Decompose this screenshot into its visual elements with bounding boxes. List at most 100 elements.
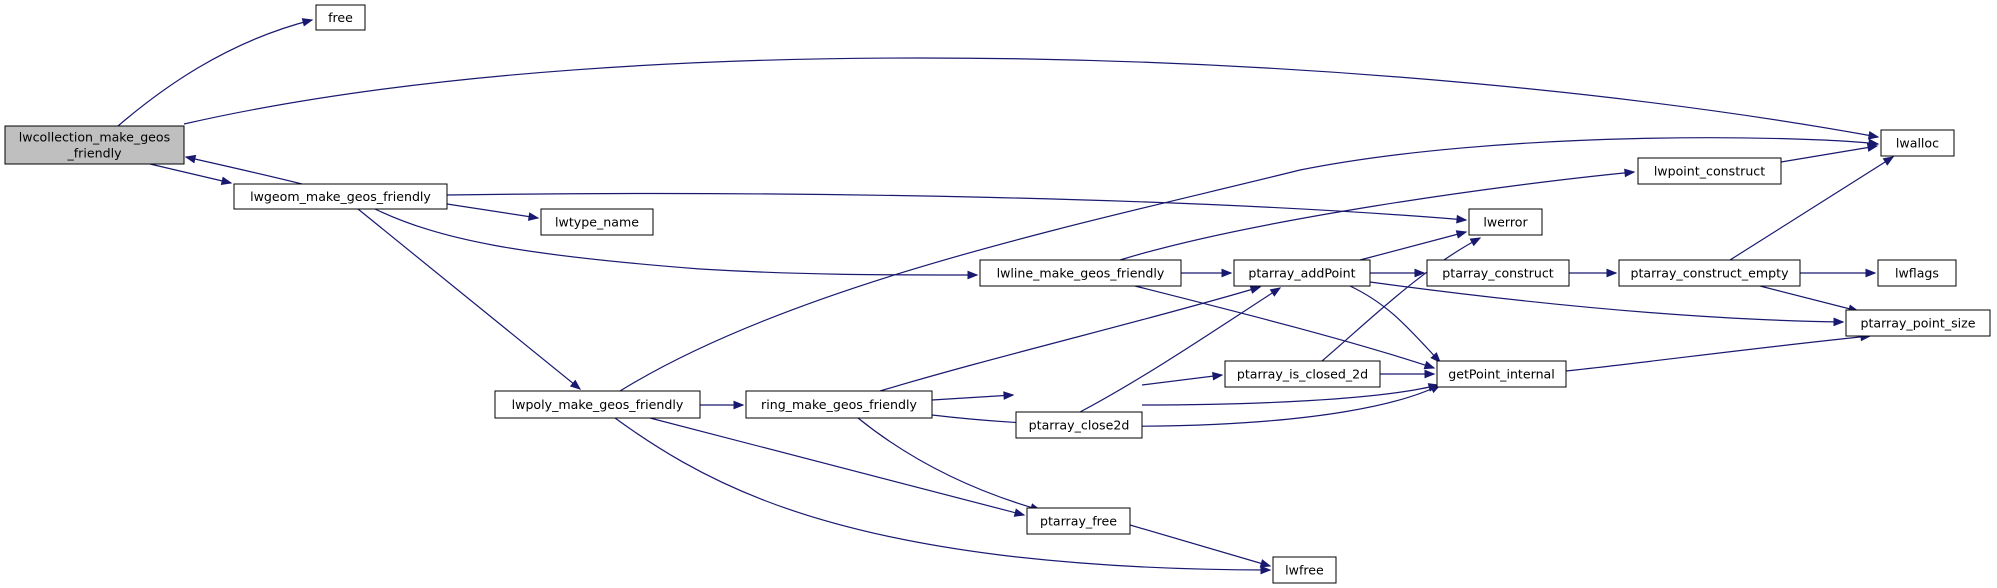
edge-ptarray_addPoint-to-getPoint_internal <box>1349 285 1441 363</box>
node-lwline_make_geos_friendly[interactable]: lwline_make_geos_friendly <box>979 259 1182 287</box>
edge-line <box>1141 384 1439 406</box>
node-ptarray_construct_empty[interactable]: ptarray_construct_empty <box>1618 259 1801 287</box>
arrowhead-icon <box>1013 508 1026 517</box>
edge-ptarray_construct_empty-to-ptarray_point_size <box>1759 285 1860 313</box>
edge-ptarray_addPoint-to-lwerror <box>1359 230 1468 261</box>
node-label: ring_make_geos_friendly <box>761 397 917 412</box>
node-ring_make_geos_friendly[interactable]: ring_make_geos_friendly <box>745 390 933 419</box>
node-ptarray_construct[interactable]: ptarray_construct <box>1426 259 1570 287</box>
edge-line <box>1729 156 1894 261</box>
node-ptarray_close2d[interactable]: ptarray_close2d <box>1015 411 1143 439</box>
node-lwtype_name[interactable]: lwtype_name <box>540 208 654 236</box>
edge-line <box>614 417 1271 571</box>
edge-line <box>1369 281 1844 323</box>
node-lwerror[interactable]: lwerror <box>1468 208 1543 236</box>
node-label: ptarray_point_size <box>1860 316 1975 331</box>
node-label: ptarray_construct <box>1442 266 1553 281</box>
edge-ptarray_close2d-to-ptarray_is_closed_2d <box>1141 371 1224 386</box>
edge-line <box>1321 237 1481 362</box>
node-box <box>1224 360 1381 388</box>
node-label: ptarray_free <box>1040 514 1117 529</box>
node-box <box>1468 208 1543 236</box>
edge-lwline_make_geos_friendly-to-getPoint_internal <box>1134 285 1436 370</box>
edge-ptarray_close2d-to-ptarray_addPoint <box>1079 287 1282 413</box>
edge-line <box>1349 285 1441 363</box>
node-box <box>979 259 1182 287</box>
node-lwgeom_make_geos_friendly[interactable]: lwgeom_make_geos_friendly <box>233 183 448 210</box>
node-lwpoint_construct[interactable]: lwpoint_construct <box>1637 157 1782 185</box>
edge-line <box>649 417 1025 516</box>
edge-line <box>149 163 232 184</box>
edge-line <box>619 137 1879 392</box>
node-box <box>1026 507 1131 535</box>
edge-lwcollection_make_geos_friendly-to-lwgeom_make_geos_friendly <box>149 163 233 186</box>
arrowhead-icon <box>1260 565 1272 575</box>
edge-line <box>1565 335 1871 372</box>
edge-line <box>117 19 313 127</box>
edge-line <box>1359 231 1467 261</box>
edge-line <box>931 394 1014 401</box>
arrowhead-icon <box>527 212 540 221</box>
arrowhead-icon <box>1249 285 1262 294</box>
node-ptarray_addPoint[interactable]: ptarray_addPoint <box>1233 259 1371 287</box>
arrowhead-icon <box>1430 352 1441 363</box>
arrowhead-icon <box>184 154 197 164</box>
arrowhead-icon <box>569 379 582 390</box>
node-free[interactable]: free <box>315 4 366 31</box>
edge-line <box>185 156 303 185</box>
edge-line <box>1129 524 1271 567</box>
node-ptarray_is_closed_2d[interactable]: ptarray_is_closed_2d <box>1224 360 1381 388</box>
edge-line <box>857 417 1041 511</box>
edge-ptarray_free-to-lwfree <box>1129 524 1272 568</box>
edge-ptarray_construct_empty-to-lwflags <box>1800 268 1877 278</box>
node-lwalloc[interactable]: lwalloc <box>1880 129 1955 157</box>
node-lwflags[interactable]: lwflags <box>1877 259 1957 287</box>
edge-lwline_make_geos_friendly-to-ptarray_addPoint <box>1181 268 1233 278</box>
node-box <box>1233 259 1371 287</box>
node-label: ptarray_is_closed_2d <box>1237 367 1368 382</box>
node-label: lwcollection_make_geos <box>19 130 170 145</box>
edge-line <box>1759 285 1859 312</box>
node-label: ptarray_construct_empty <box>1630 266 1789 281</box>
arrowhead-icon <box>1003 391 1015 400</box>
node-label: lwpoint_construct <box>1654 164 1765 179</box>
node-label: free <box>328 10 353 25</box>
edge-lwpoly_make_geos_friendly-to-lwalloc <box>619 137 1880 392</box>
node-label: ptarray_addPoint <box>1248 266 1355 281</box>
arrowhead-icon <box>1269 287 1282 297</box>
edge-line <box>357 208 581 390</box>
edge-line <box>1134 285 1435 369</box>
arrowhead-icon <box>967 270 979 280</box>
edge-line <box>446 203 539 219</box>
node-lwfree[interactable]: lwfree <box>1272 556 1337 584</box>
arrowhead-icon <box>1456 214 1468 224</box>
edge-line <box>879 286 1261 392</box>
arrowhead-icon <box>301 18 314 27</box>
node-box <box>1880 129 1955 157</box>
node-lwpoly_make_geos_friendly[interactable]: lwpoly_make_geos_friendly <box>494 390 701 419</box>
edge-line <box>374 208 978 276</box>
node-box <box>1015 411 1143 439</box>
node-getPoint_internal[interactable]: getPoint_internal <box>1436 360 1567 388</box>
edge-ptarray_addPoint-to-ptarray_construct <box>1370 268 1426 278</box>
edge-lwpoly_make_geos_friendly-to-ptarray_free <box>649 417 1026 517</box>
node-lwcollection_make_geos_friendly[interactable]: lwcollection_make_geos_friendly <box>4 125 185 165</box>
edge-line <box>1141 374 1223 386</box>
edge-ring_make_geos_friendly-to-ptarray_close2d <box>931 391 1015 401</box>
node-box <box>315 4 366 31</box>
node-box <box>233 183 448 210</box>
arrowhead-icon <box>733 400 745 410</box>
node-label: lwalloc <box>1896 136 1939 151</box>
edge-ptarray_construct-to-ptarray_construct_empty <box>1569 268 1618 278</box>
arrowhead-icon <box>1455 230 1468 239</box>
node-box <box>1436 360 1567 388</box>
edge-lwgeom_make_geos_friendly-to-lwtype_name <box>446 203 540 221</box>
node-box <box>1845 309 1991 337</box>
arrowhead-icon <box>1414 268 1426 278</box>
node-ptarray_point_size[interactable]: ptarray_point_size <box>1845 309 1991 337</box>
edge-getPoint_internal-to-ptarray_point_size <box>1565 332 1872 372</box>
edge-line <box>1780 145 1878 163</box>
edge-lwline_make_geos_friendly-to-lwpoint_construct <box>1119 168 1636 261</box>
node-ptarray_free[interactable]: ptarray_free <box>1026 507 1131 535</box>
arrowhead-icon <box>1423 360 1436 370</box>
